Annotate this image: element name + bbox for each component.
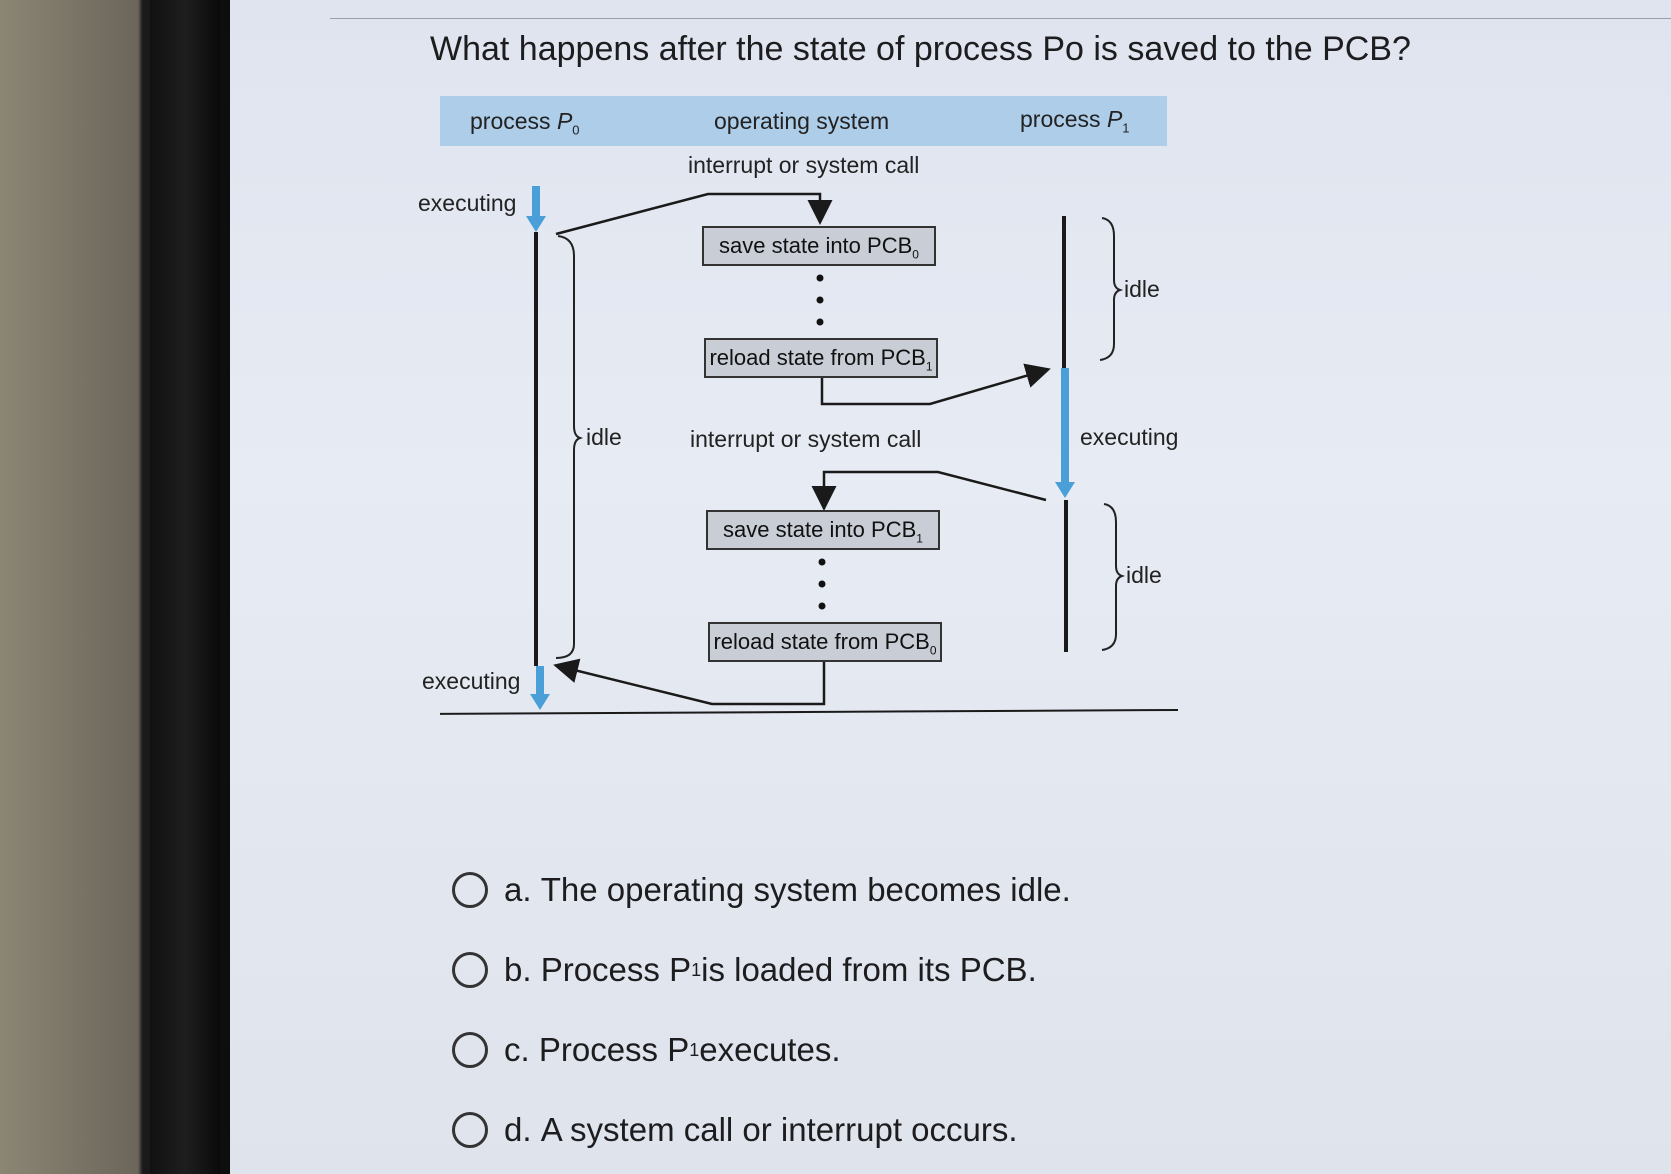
- option-c-sub: 1: [689, 1039, 700, 1060]
- p1-executing-label: executing: [1080, 424, 1179, 450]
- radio-d[interactable]: [452, 1112, 488, 1148]
- p0-arrow-top: [532, 186, 540, 222]
- divider-line: [330, 18, 1671, 19]
- p0-idle-brace: [555, 235, 584, 659]
- p1-idle-label-top: idle: [1124, 276, 1160, 302]
- ellipsis-dot: [816, 296, 824, 304]
- flow-reload0-to-p0: [553, 658, 826, 706]
- diagram-baseline: [440, 709, 1179, 715]
- p1-arrow-head: [1055, 482, 1075, 498]
- p0-arrow-bottom: [536, 666, 544, 700]
- ellipsis-dot: [816, 274, 824, 282]
- header-operating-system: operating system: [714, 108, 890, 134]
- header-process-p1: process P1: [1020, 106, 1130, 136]
- p0-executing-bottom-label: executing: [422, 668, 521, 694]
- interrupt-label-top: interrupt or system call: [688, 152, 920, 178]
- ellipsis-dot: [818, 558, 826, 566]
- flow-p0-to-save0: [555, 192, 833, 236]
- option-d-text: A system call or interrupt occurs.: [540, 1111, 1018, 1148]
- context-switch-diagram: process P0 operating system process P1 i…: [418, 96, 1260, 776]
- interrupt-label-mid: interrupt or system call: [690, 426, 922, 452]
- monitor-frame-edge: [150, 0, 220, 1174]
- option-b-text-post: is loaded from its PCB.: [701, 951, 1037, 988]
- radio-c[interactable]: [452, 1032, 488, 1068]
- p0-idle-label: idle: [586, 424, 622, 450]
- option-a[interactable]: a. The operating system becomes idle.: [452, 850, 1071, 930]
- diagram-graphics: [440, 96, 1179, 715]
- box-save-state-pcb1: save state into PCB1: [706, 510, 940, 550]
- answer-options: a. The operating system becomes idle. b.…: [452, 850, 1071, 1170]
- ellipsis-dot: [816, 318, 824, 326]
- question-text: What happens after the state of process …: [430, 30, 1411, 68]
- p1-idle-label-bottom: idle: [1126, 562, 1162, 588]
- option-b-sub: 1: [691, 959, 702, 980]
- p1-idle-brace-top: [1099, 217, 1124, 361]
- option-a-text: The operating system becomes idle.: [540, 871, 1071, 908]
- p0-arrow-bottom-head: [530, 694, 550, 710]
- option-d[interactable]: d. A system call or interrupt occurs.: [452, 1090, 1071, 1170]
- flow-p1-to-save1: [811, 470, 1047, 511]
- p1-arrow: [1061, 368, 1069, 486]
- option-b-text-pre: Process P: [540, 951, 692, 988]
- radio-a[interactable]: [452, 872, 488, 908]
- header-process-p0: process P0: [470, 108, 580, 138]
- p1-idle-brace-bottom: [1101, 503, 1126, 651]
- box-reload-state-pcb0: reload state from PCB0: [708, 622, 942, 662]
- ellipsis-dot: [818, 580, 826, 588]
- ellipsis-dot: [818, 602, 826, 610]
- p0-arrow-top-head: [526, 216, 546, 232]
- p0-executing-top-label: executing: [418, 190, 517, 216]
- radio-b[interactable]: [452, 952, 488, 988]
- option-b-letter: b.: [504, 951, 532, 988]
- option-c-letter: c.: [504, 1031, 530, 1068]
- option-a-letter: a.: [504, 871, 532, 908]
- option-d-letter: d.: [504, 1111, 532, 1148]
- box-reload-state-pcb1: reload state from PCB1: [704, 338, 938, 378]
- option-c-text-pre: Process P: [538, 1031, 690, 1068]
- header-band: [440, 96, 1167, 146]
- flow-reload1-to-p1: [820, 363, 1051, 406]
- box-save-state-pcb0: save state into PCB0: [702, 226, 936, 266]
- option-c-text-post: executes.: [699, 1031, 841, 1068]
